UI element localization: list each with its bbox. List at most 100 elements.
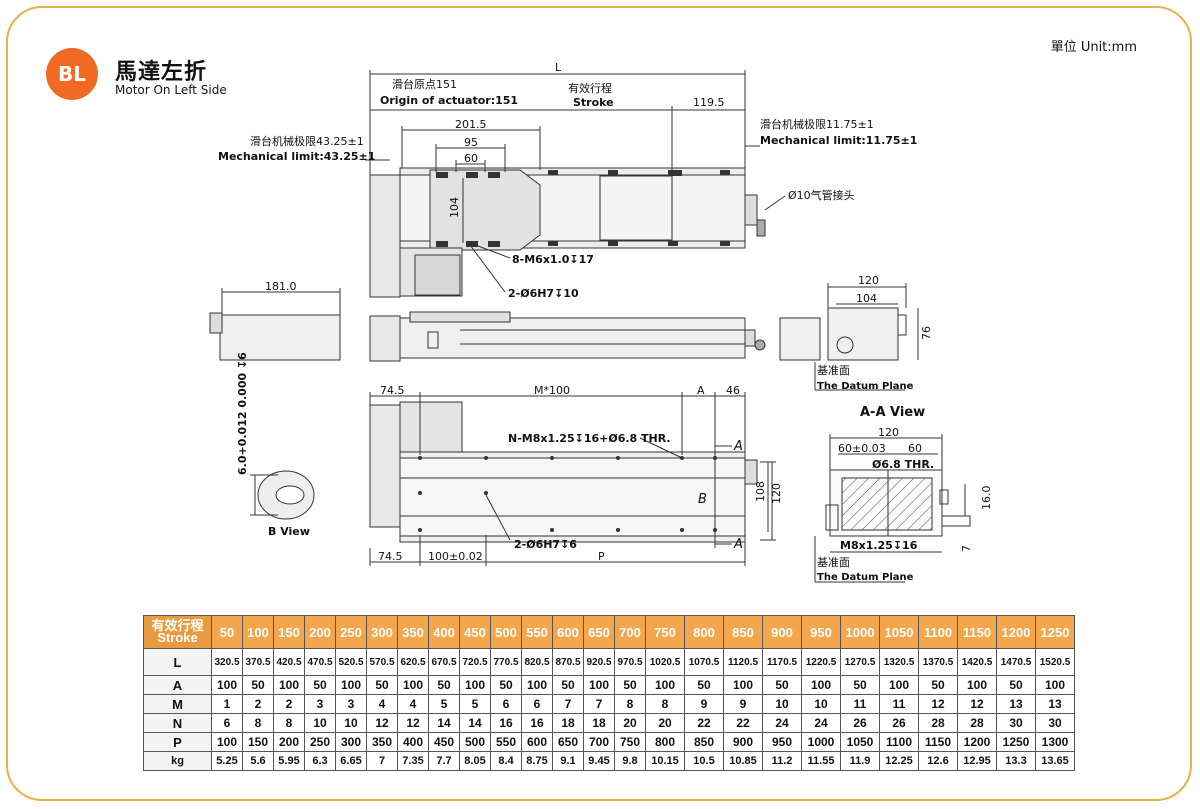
aa-dim-7: 7 (960, 545, 973, 552)
table-cell: 20 (645, 713, 685, 733)
table-cell: 1070.5 (684, 648, 724, 676)
aa-datum-cn: 基准面 (817, 556, 850, 569)
stroke-header-cell: 650 (583, 615, 615, 649)
table-cell: 1320.5 (879, 648, 919, 676)
table-cell: 7.7 (428, 751, 460, 771)
stroke-en: Stroke (573, 96, 614, 109)
table-cell: 50 (242, 675, 274, 695)
table-cell: 22 (684, 713, 724, 733)
table-cell: 100 (521, 675, 553, 695)
table-cell: 12 (366, 713, 398, 733)
table-cell: 50 (428, 675, 460, 695)
dim-120-bottom: 120 (770, 483, 783, 504)
stroke-header-cell: 300 (366, 615, 398, 649)
table-cell: 300 (335, 732, 367, 752)
table-cell: 1000 (801, 732, 841, 752)
table-cell: 550 (490, 732, 522, 752)
table-cell: 50 (840, 675, 880, 695)
stroke-header-cell: 400 (428, 615, 460, 649)
stroke-header-cell: 950 (801, 615, 841, 649)
table-cell: 11.2 (762, 751, 802, 771)
table-cell: 5 (459, 694, 491, 714)
stroke-header-cell: 550 (521, 615, 553, 649)
table-cell: 50 (552, 675, 584, 695)
table-cell: 13.3 (996, 751, 1036, 771)
table-cell: 720.5 (459, 648, 491, 676)
air-fitting-label: Ø10气管接头 (788, 188, 855, 202)
stroke-header-cell: 350 (397, 615, 429, 649)
table-cell: 30 (1035, 713, 1075, 733)
row-label: L (143, 648, 212, 676)
table-cell: 50 (684, 675, 724, 695)
aa-datum-en: The Datum Plane (817, 572, 914, 583)
table-cell: 14 (428, 713, 460, 733)
stroke-header-cell: 250 (335, 615, 367, 649)
table-cell: 820.5 (521, 648, 553, 676)
table-cell: 1220.5 (801, 648, 841, 676)
table-cell: 26 (840, 713, 880, 733)
table-cell: 8.05 (459, 751, 491, 771)
stroke-header-cell: 750 (645, 615, 685, 649)
table-cell: 12 (918, 694, 958, 714)
table-cell: 50 (996, 675, 1036, 695)
table-cell: 26 (879, 713, 919, 733)
table-cell: 9.1 (552, 751, 584, 771)
table-cell: 570.5 (366, 648, 398, 676)
table-cell: 13 (996, 694, 1036, 714)
b-view-label: B View (268, 525, 310, 538)
aa-dim-60-003: 60±0.03 (838, 442, 886, 455)
dim-120-side: 120 (858, 274, 879, 287)
table-cell: 100 (801, 675, 841, 695)
dim-104-vertical: 104 (448, 197, 461, 218)
label-b: B (698, 492, 707, 507)
right-end-view (779, 283, 919, 391)
table-cell: 9 (723, 694, 763, 714)
table-cell: 12 (397, 713, 429, 733)
table-cell: 10 (801, 694, 841, 714)
table-cell: 50 (490, 675, 522, 695)
table-cell: 1120.5 (723, 648, 763, 676)
table-cell: 10 (335, 713, 367, 733)
table-cell: 450 (428, 732, 460, 752)
table-cell: 770.5 (490, 648, 522, 676)
origin-en: Origin of actuator:151 (380, 94, 518, 107)
mech-left-cn: 滑台机械极限43.25±1 (250, 134, 364, 148)
table-cell: 200 (273, 732, 305, 752)
side-view (369, 311, 766, 362)
table-cell: 11.9 (840, 751, 880, 771)
table-cell: 700 (583, 732, 615, 752)
table-cell: 1270.5 (840, 648, 880, 676)
row-label: kg (143, 751, 212, 771)
table-cell: 600 (521, 732, 553, 752)
page-frame (6, 6, 1192, 801)
table-cell: 320.5 (211, 648, 243, 676)
table-cell: 7 (583, 694, 615, 714)
table-cell: 50 (304, 675, 336, 695)
table-cell: 6.65 (335, 751, 367, 771)
table-cell: 2 (273, 694, 305, 714)
table-cell: 12.25 (879, 751, 919, 771)
table-cell: 13.65 (1035, 751, 1075, 771)
table-cell: 5.95 (273, 751, 305, 771)
aa-m8-label: M8x1.25↧16 (840, 539, 918, 552)
dim-a: A (697, 384, 705, 397)
table-cell: 12.6 (918, 751, 958, 771)
table-cell: 7 (366, 751, 398, 771)
table-cell: 5.25 (211, 751, 243, 771)
stroke-cn: 有效行程 (568, 81, 612, 95)
row-label: M (143, 694, 212, 714)
top-view (365, 70, 786, 298)
table-cell: 10 (304, 713, 336, 733)
stroke-header-cell: 500 (490, 615, 522, 649)
table-cell: 670.5 (428, 648, 460, 676)
table-cell: 28 (957, 713, 997, 733)
datum-en: The Datum Plane (817, 381, 914, 392)
table-cell: 9.8 (614, 751, 646, 771)
table-cell: 12.95 (957, 751, 997, 771)
table-cell: 8 (242, 713, 274, 733)
table-cell: 620.5 (397, 648, 429, 676)
table-cell: 1300 (1035, 732, 1075, 752)
